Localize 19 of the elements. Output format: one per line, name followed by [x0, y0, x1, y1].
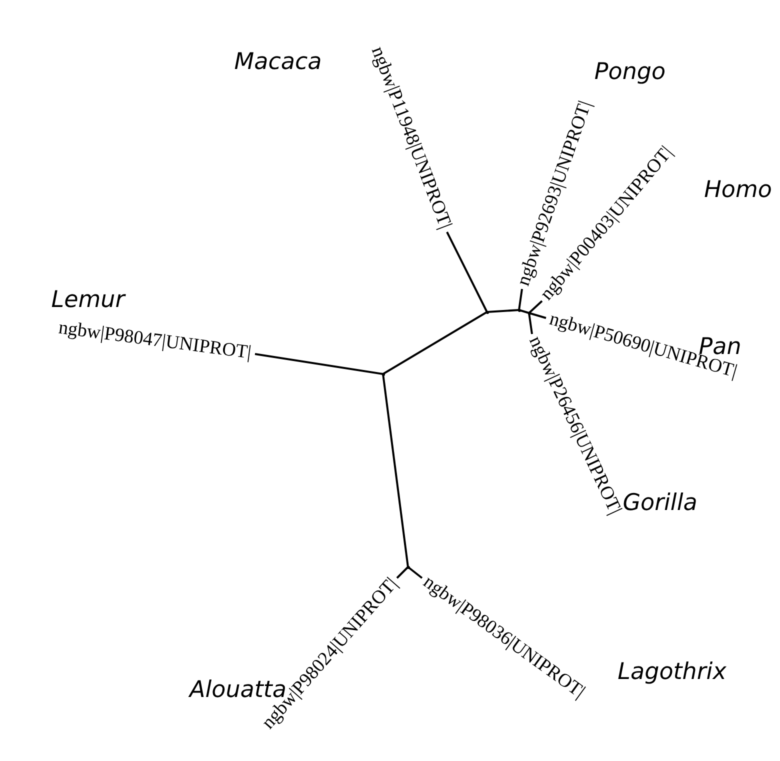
tree-branch [396, 566, 409, 579]
tree-branch [382, 374, 409, 568]
tree-branch [382, 311, 488, 375]
tree-branch [528, 312, 546, 319]
genus-name: Lemur [51, 287, 125, 313]
tree-branch [254, 353, 384, 375]
tree-branch [446, 232, 488, 312]
tree-branch [486, 309, 520, 313]
genus-name: Lagothrix [618, 659, 726, 685]
tree-branch [518, 288, 523, 310]
genus-name: Pongo [594, 59, 666, 85]
genus-name: Gorilla [622, 490, 698, 516]
tree-branch [528, 300, 543, 314]
tree-branch [518, 309, 530, 314]
tree-branch [407, 566, 423, 579]
branch-point [486, 310, 488, 314]
genus-name: Macaca [234, 49, 322, 75]
tree-branch [528, 312, 533, 334]
genus-name: Homo [704, 177, 772, 203]
